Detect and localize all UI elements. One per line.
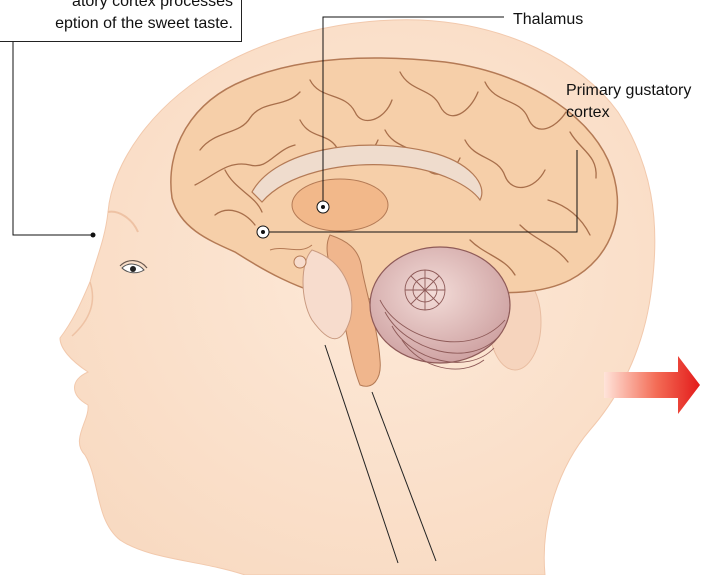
gustatory-marker-dot	[261, 230, 265, 234]
sweet-taste-callout: atory cortex processes eption of the swe…	[0, 0, 242, 42]
pituitary	[294, 256, 306, 268]
gustatory-label-line-1: Primary gustatory	[566, 80, 691, 102]
thalamus-marker-dot	[321, 205, 325, 209]
callout-leader-line	[13, 42, 92, 235]
gustatory-label-line-2: cortex	[566, 102, 691, 124]
callout-line-1: atory cortex processes	[0, 0, 233, 13]
callout-line-2: eption of the sweet taste.	[0, 13, 233, 35]
primary-gustatory-cortex-label: Primary gustatory cortex	[566, 80, 691, 124]
callout-leader-dot	[91, 233, 96, 238]
thalamus-region	[292, 179, 388, 231]
thalamus-label: Thalamus	[513, 9, 583, 31]
pupil	[130, 266, 136, 272]
